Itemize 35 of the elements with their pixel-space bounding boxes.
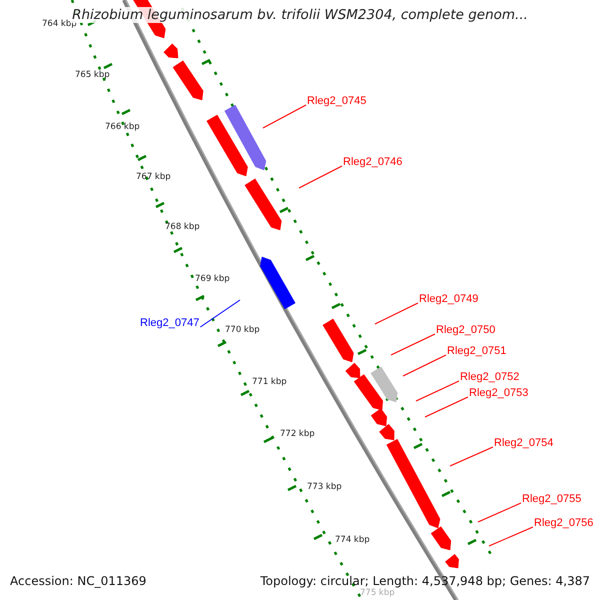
accession-text: Accession: NC_011369 [10, 574, 146, 588]
leader-line [424, 396, 468, 418]
scale-label: 766 kbp [105, 122, 140, 133]
scale-label: 770 kbp [225, 325, 260, 336]
gene-label: Rleg2_0756 [534, 517, 594, 530]
scale-label: 774 kbp [335, 535, 370, 546]
gene-label: Rleg2_0749 [419, 293, 478, 306]
leader-line [262, 104, 306, 128]
scale-label: 767 kbp [136, 172, 171, 183]
leader-line [200, 300, 240, 328]
leader-line [416, 380, 460, 402]
scale-label: 775 kbp [360, 588, 395, 599]
leader-line [374, 302, 418, 324]
gene-label: Rleg2_0752 [460, 371, 520, 384]
scale-label: 773 kbp [307, 482, 342, 493]
gene-label: Rleg2_0753 [469, 387, 528, 400]
leader-line [298, 166, 342, 188]
leader-line [478, 502, 522, 522]
scale-label: 771 kbp [252, 377, 287, 388]
leader-line [450, 446, 494, 466]
gene-label: Rleg2_0754 [494, 437, 554, 450]
leader-line [390, 334, 436, 356]
scale-label: 769 kbp [195, 274, 230, 285]
gene-label: Rleg2_0745 [307, 95, 366, 108]
scale-label: 768 kbp [165, 222, 200, 233]
scale-label: 772 kbp [280, 429, 315, 440]
scale-label: 765 kbp [75, 70, 110, 81]
leader-line [488, 526, 534, 546]
gene-label: Rleg2_0755 [522, 493, 582, 506]
gene-label: Rleg2_0747 [140, 317, 200, 330]
genome-stats-text: Topology: circular; Length: 4,537,948 bp; Genes: 4,387 [260, 574, 590, 588]
leader-line [402, 354, 446, 376]
gene-label: Rleg2_0750 [436, 324, 496, 337]
gene-label: Rleg2_0751 [447, 345, 506, 358]
gene-label: Rleg2_0746 [343, 156, 402, 169]
